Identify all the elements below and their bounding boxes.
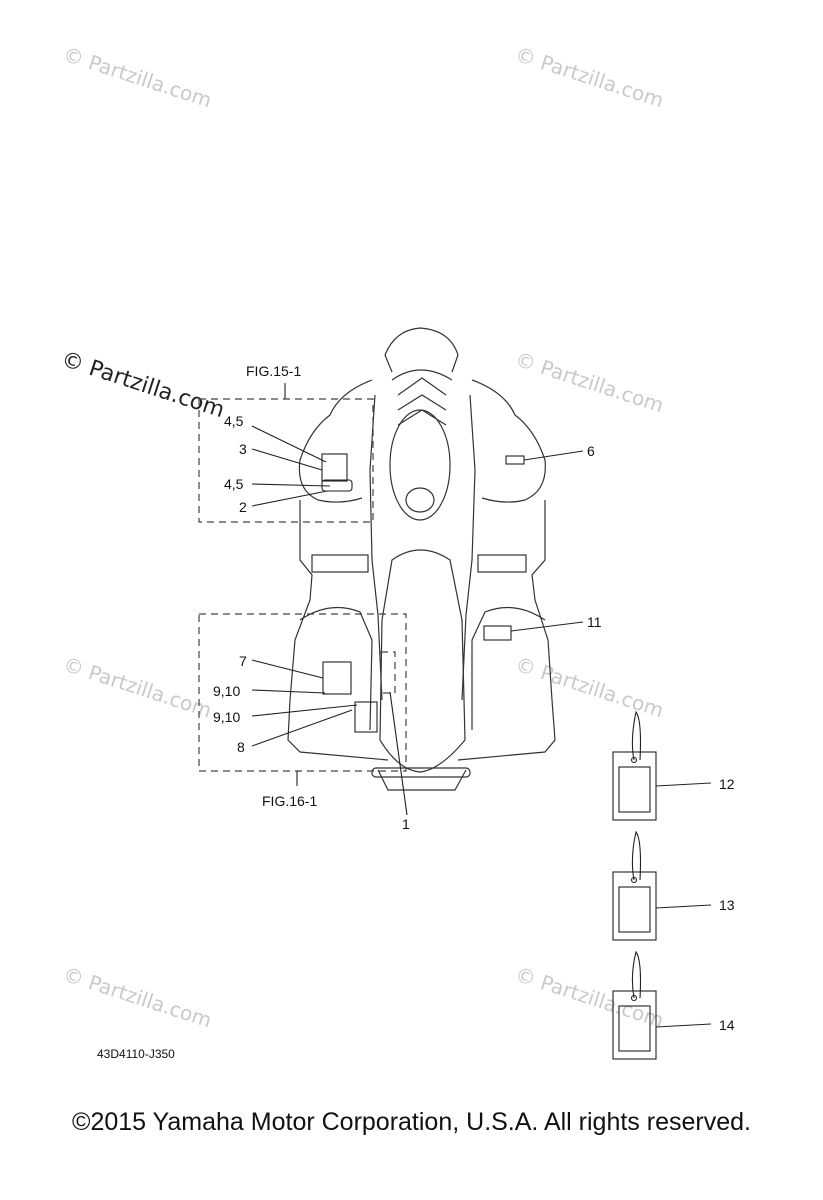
part-number: 43D4110-J350 <box>97 1047 175 1061</box>
fig16-group-box <box>198 613 407 772</box>
watermark: © Partzilla.com <box>512 962 666 1033</box>
decal-1 <box>380 651 396 694</box>
leader-lines <box>251 425 712 1028</box>
watermark: © Partzilla.com <box>60 962 214 1033</box>
fig-ref-16: FIG.16-1 <box>262 793 317 809</box>
callout-11: 11 <box>587 614 602 630</box>
watermark-group: © Partzilla.com © Partzilla.com © Partzi… <box>58 42 667 1033</box>
copyright-notice: ©2015 Yamaha Motor Corporation, U.S.A. A… <box>72 1108 751 1136</box>
callout-4-5-top: 4,5 <box>224 413 244 429</box>
hang-tag-13 <box>612 830 657 941</box>
decal-8 <box>354 701 378 733</box>
callout-9-10-bottom: 9,10 <box>213 709 240 725</box>
watermark-dark: © Partzilla.com <box>58 347 227 423</box>
callout-8: 8 <box>237 739 245 755</box>
callout-6: 6 <box>587 443 595 459</box>
decal-3 <box>321 453 348 482</box>
watermark: © Partzilla.com <box>512 42 666 113</box>
watermark: © Partzilla.com <box>512 347 666 418</box>
watermark: © Partzilla.com <box>512 652 666 723</box>
watermark: © Partzilla.com <box>60 42 214 113</box>
callout-13: 13 <box>719 897 735 913</box>
hang-tag-12 <box>612 710 657 821</box>
callout-14: 14 <box>719 1017 735 1033</box>
fig15-group-box <box>198 398 374 523</box>
decal-11 <box>483 625 512 641</box>
fig-ref-15: FIG.15-1 <box>246 363 301 379</box>
callout-1: 1 <box>402 816 410 832</box>
decal-6 <box>505 455 525 465</box>
watermark: © Partzilla.com <box>60 652 214 723</box>
callout-12: 12 <box>719 776 735 792</box>
hang-tag-14 <box>612 950 657 1060</box>
vehicle-outline <box>287 327 556 791</box>
callout-9-10-top: 9,10 <box>213 683 240 699</box>
decal-7 <box>322 661 352 695</box>
callout-3: 3 <box>239 441 247 457</box>
callout-4-5-bottom: 4,5 <box>224 476 244 492</box>
callout-7: 7 <box>239 653 247 669</box>
callout-2: 2 <box>239 499 247 515</box>
